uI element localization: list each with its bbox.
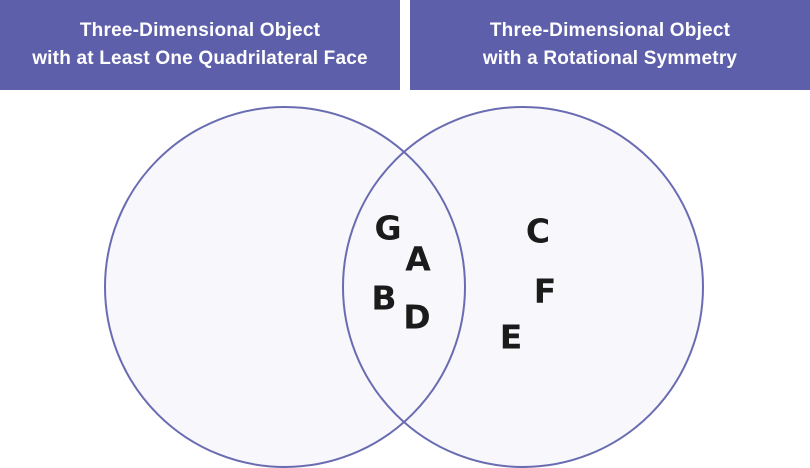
right-circle-fill [343,107,703,467]
left-circle-outline [104,106,466,468]
right-set-header-line2: with a Rotational Symmetry [482,48,738,69]
right-set-header: Three-Dimensional Object with a Rotation… [410,0,810,90]
left-set-header: Three-Dimensional Object with at Least O… [0,0,400,90]
left-set-header-line1: Three-Dimensional Object [79,20,321,42]
left-set-header-line2: with at Least One Quadrilateral Face [32,48,368,69]
right-circle-outline [342,106,704,468]
right-set-header-line1: Three-Dimensional Object [489,20,731,42]
